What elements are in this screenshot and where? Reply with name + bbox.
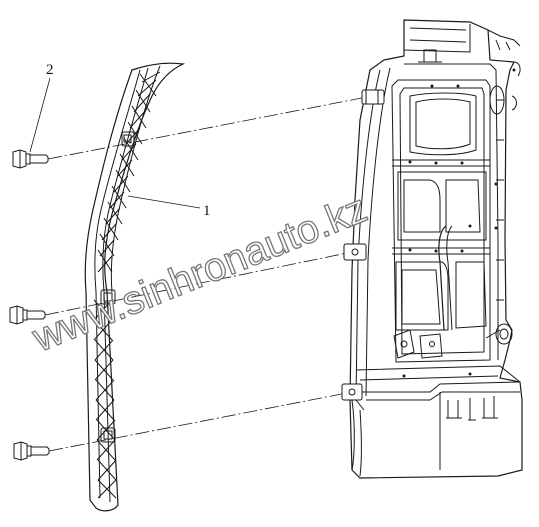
callout-label-2: 2 — [46, 62, 54, 78]
axis-line-top — [47, 95, 373, 160]
axis-line-bottom — [48, 391, 353, 452]
assembly-axis-lines — [44, 95, 373, 452]
watermark-text: www.sinhronauto.kz — [26, 186, 373, 360]
callout-label-1: 1 — [203, 203, 211, 219]
bolt-top — [12, 149, 49, 169]
cab-body — [341, 19, 523, 479]
leader-2 — [29, 77, 51, 153]
part-2-bolts — [9, 149, 50, 461]
bolt-middle — [9, 305, 46, 325]
cab-fastener-points — [402, 68, 516, 378]
part-1-rail-panel — [84, 62, 186, 512]
bolt-bottom — [13, 441, 50, 461]
leader-1 — [127, 195, 201, 209]
axis-line-middle — [44, 251, 353, 316]
callout-leaders — [29, 77, 201, 209]
